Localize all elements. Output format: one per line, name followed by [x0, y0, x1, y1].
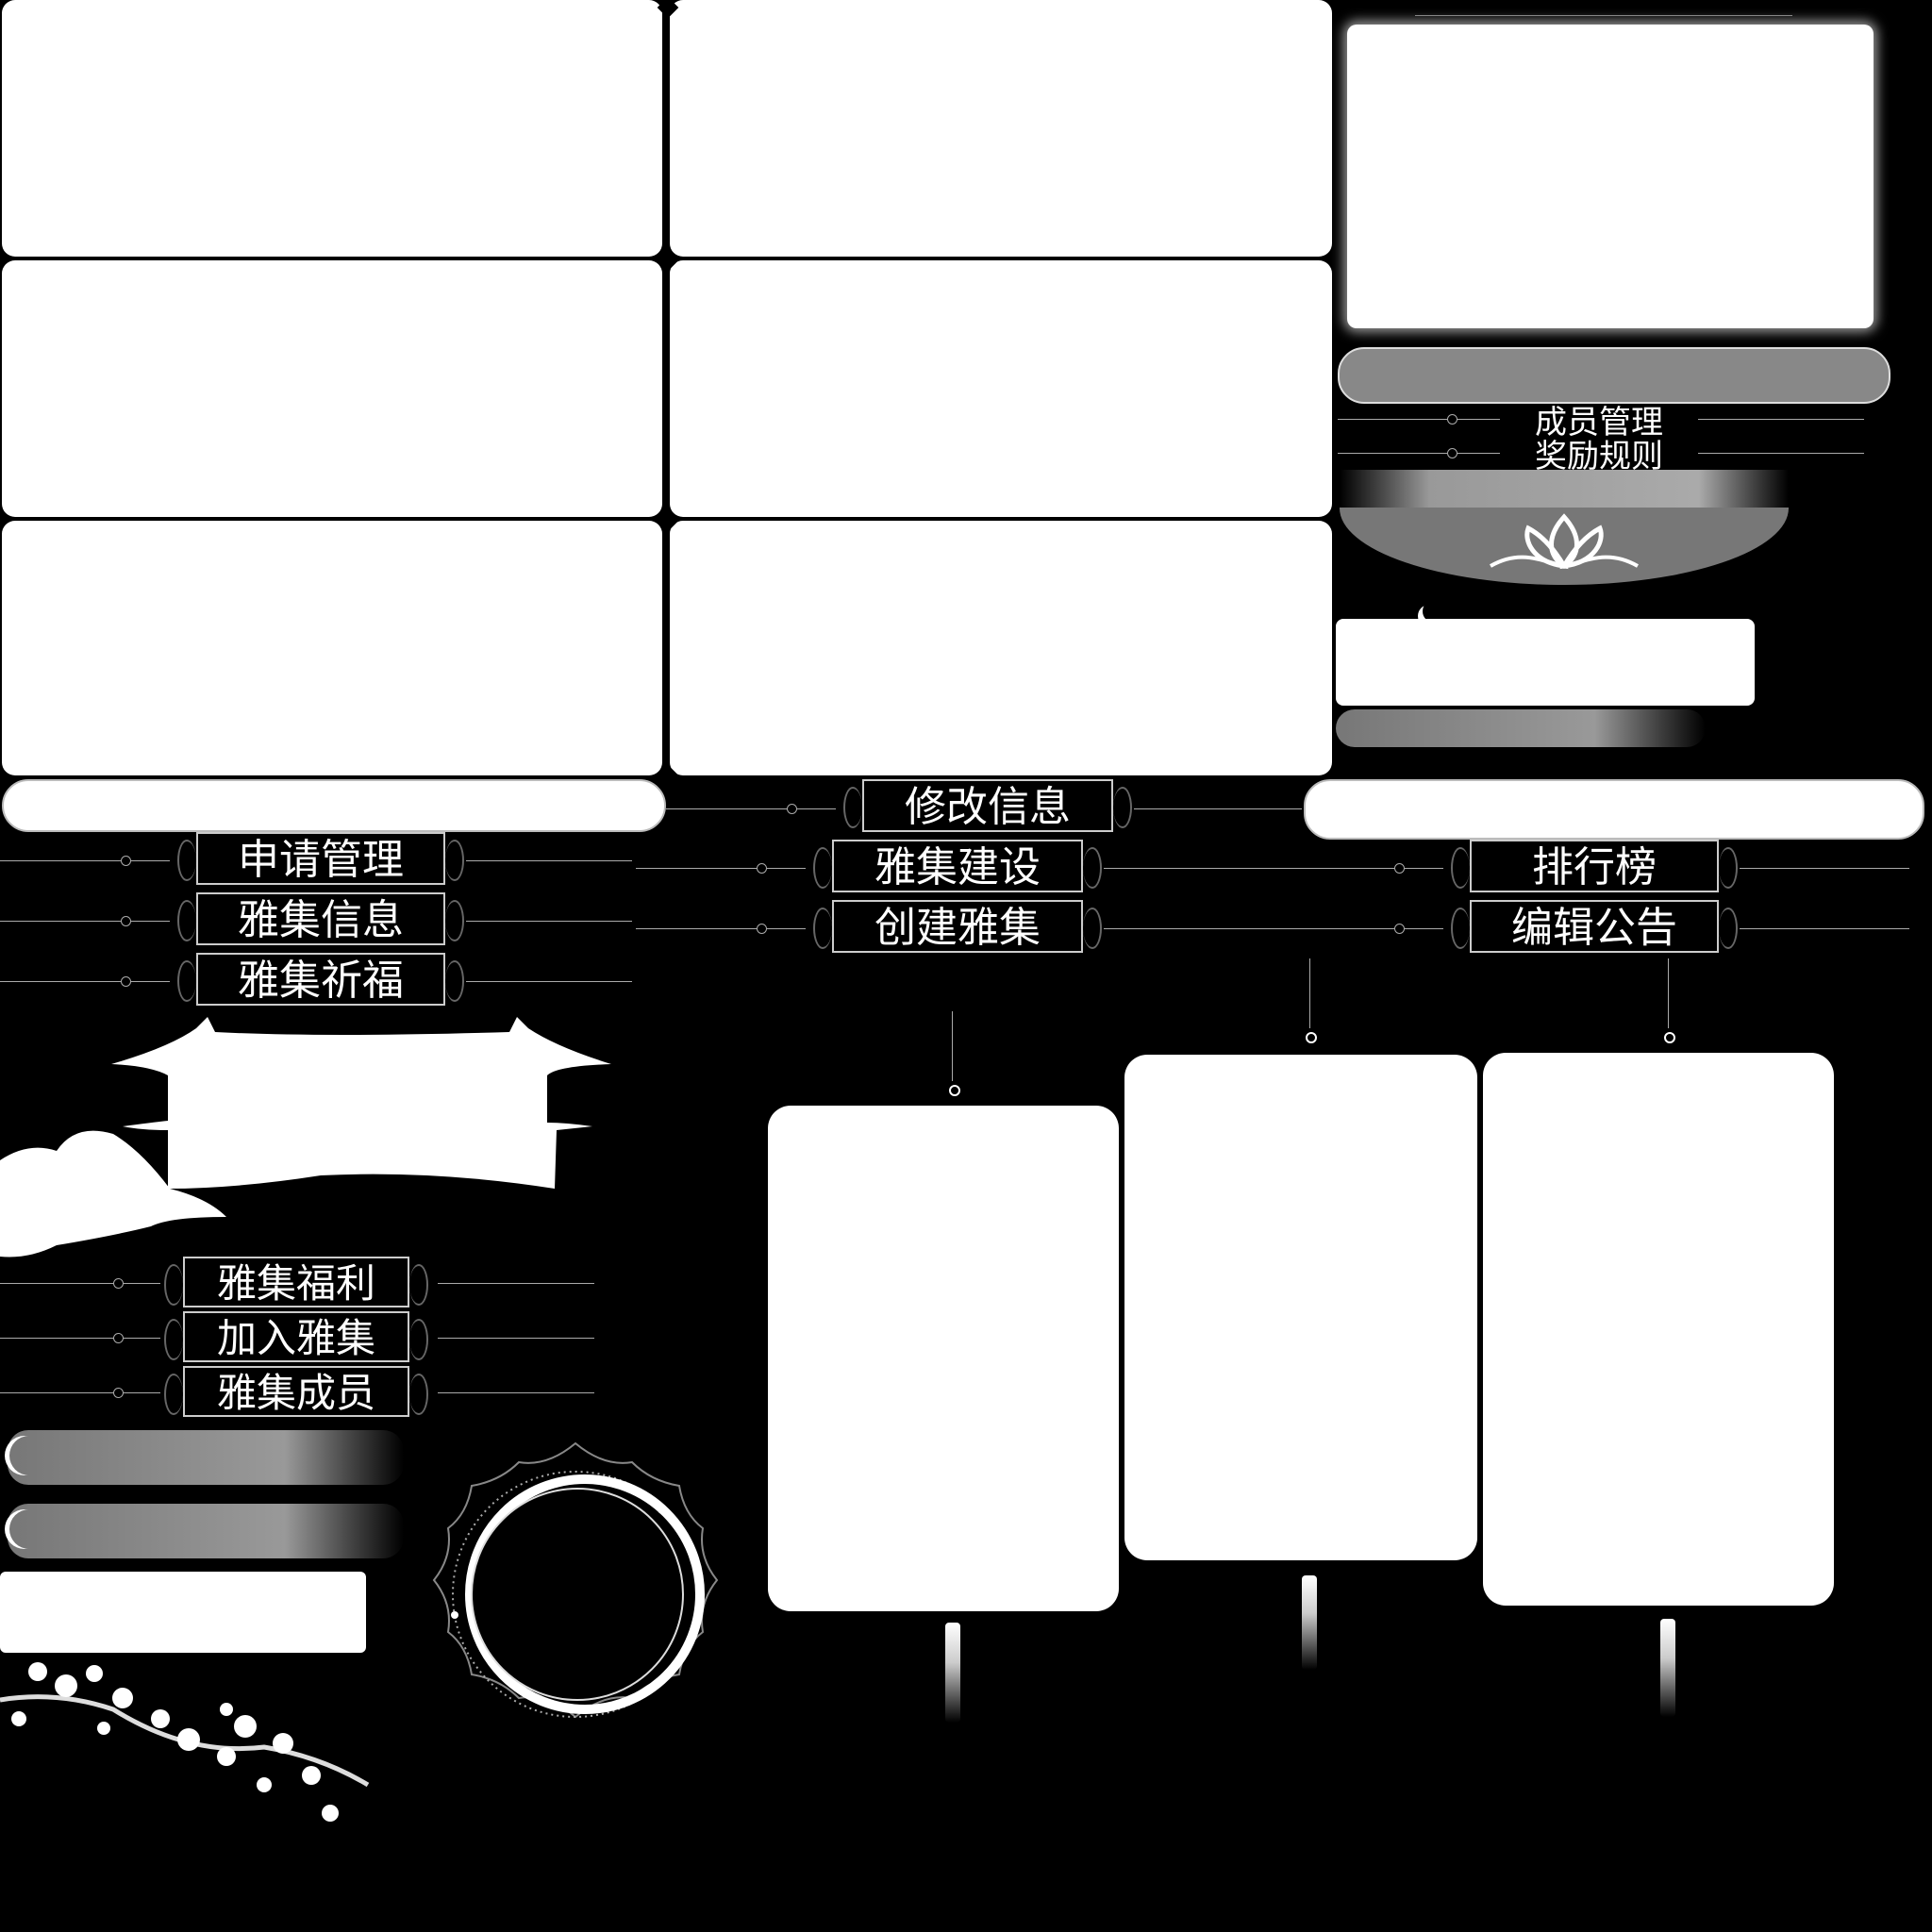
- divider-line: [0, 860, 170, 861]
- card-slot-4[interactable]: [670, 260, 1332, 517]
- info-slab: [1336, 619, 1755, 706]
- moon-ring-frame-icon: [432, 1441, 719, 1719]
- ranking-button[interactable]: 排行榜: [1451, 840, 1738, 892]
- reward-rules-label[interactable]: 奖励规则: [1535, 438, 1663, 475]
- progress-bar-right: [1336, 709, 1706, 747]
- tassel-icon: [1302, 1575, 1317, 1670]
- divider-line: [466, 981, 632, 982]
- wide-pill-right: [1304, 779, 1924, 840]
- hanging-bead: [1664, 1032, 1675, 1043]
- divider-line: [1274, 928, 1443, 929]
- divider-line: [666, 808, 836, 809]
- divider-line: [0, 1338, 160, 1339]
- divider-line: [466, 860, 632, 861]
- divider-line: [0, 981, 170, 982]
- crescent-icon: [9, 1436, 49, 1475]
- edit-info-button[interactable]: 修改信息: [843, 779, 1132, 832]
- divider-line: [1338, 453, 1500, 454]
- hanging-string: [1309, 958, 1310, 1028]
- line-node: [121, 976, 131, 987]
- plum-blossom-branch-icon: [0, 1662, 370, 1822]
- line-node: [121, 856, 131, 866]
- divider-line: [438, 1392, 594, 1393]
- lantern-panel-3[interactable]: [1483, 1053, 1834, 1606]
- card-slot-3[interactable]: [2, 260, 662, 517]
- divider-line: [0, 1392, 160, 1393]
- divider-line: [1698, 453, 1864, 454]
- wide-pill-left: [2, 779, 666, 832]
- divider-line: [1338, 419, 1500, 420]
- lotus-bowl: [1340, 508, 1789, 585]
- divider-line: [438, 1283, 594, 1284]
- create-yaji-button[interactable]: 创建雅集: [813, 900, 1102, 953]
- line-node: [757, 863, 767, 874]
- divider-line: [1274, 868, 1443, 869]
- gradient-strip: [1340, 470, 1789, 508]
- line-node: [1394, 924, 1405, 934]
- member-manage-label[interactable]: 成员管理: [1535, 404, 1663, 441]
- yaji-info-button[interactable]: 雅集信息: [177, 892, 464, 945]
- divider-line: [466, 921, 632, 922]
- pavilion-roof-icon: [0, 1017, 611, 1257]
- divider-line: [0, 921, 170, 922]
- yaji-build-button[interactable]: 雅集建设: [813, 840, 1102, 892]
- hanging-bead: [1306, 1032, 1317, 1043]
- line-node: [121, 916, 131, 926]
- lotus-icon: [1367, 513, 1761, 585]
- title-bar: [1338, 347, 1890, 404]
- divider-line: [636, 868, 806, 869]
- line-node: [113, 1333, 124, 1343]
- line-node: [1447, 414, 1457, 425]
- divider-line: [438, 1338, 594, 1339]
- divider-line: [0, 1283, 160, 1284]
- portrait-frame: [1347, 25, 1874, 328]
- cloud-icon: [0, 1130, 226, 1257]
- frame-top-ornament: [1415, 15, 1792, 16]
- yaji-pray-button[interactable]: 雅集祈福: [177, 953, 464, 1006]
- edit-notice-button[interactable]: 编辑公告: [1451, 900, 1738, 953]
- hanging-bead: [949, 1085, 960, 1096]
- card-slot-5[interactable]: [2, 521, 662, 775]
- tassel-icon: [945, 1623, 960, 1723]
- divider-line: [1740, 928, 1909, 929]
- lantern-panel-1[interactable]: [768, 1106, 1119, 1611]
- info-slab-left: [0, 1572, 366, 1653]
- divider-line: [1104, 928, 1274, 929]
- progress-bar-2: [8, 1504, 404, 1558]
- join-yaji-button[interactable]: 加入雅集: [164, 1311, 428, 1362]
- line-node: [787, 804, 797, 814]
- divider-line: [1104, 868, 1274, 869]
- crescent-icon: [9, 1509, 49, 1549]
- yaji-welfare-button[interactable]: 雅集福利: [164, 1257, 428, 1307]
- divider-line: [1698, 419, 1864, 420]
- divider-line: [636, 928, 806, 929]
- tassel-icon: [1660, 1619, 1675, 1717]
- card-slot-6[interactable]: [670, 521, 1332, 775]
- hanging-string: [1668, 958, 1669, 1028]
- apply-manage-button[interactable]: 申请管理: [177, 832, 464, 885]
- line-node: [1394, 863, 1405, 874]
- line-node: [1447, 448, 1457, 458]
- divider-line: [1134, 808, 1302, 809]
- line-node: [113, 1388, 124, 1398]
- lantern-panel-2[interactable]: [1124, 1055, 1477, 1560]
- card-slot-1[interactable]: [2, 0, 662, 257]
- card-slot-2[interactable]: [670, 0, 1332, 257]
- line-node: [113, 1278, 124, 1289]
- hanging-string: [952, 1011, 953, 1081]
- yaji-members-button[interactable]: 雅集成员: [164, 1366, 428, 1417]
- line-node: [757, 924, 767, 934]
- divider-line: [1740, 868, 1909, 869]
- progress-bar-1: [8, 1430, 404, 1485]
